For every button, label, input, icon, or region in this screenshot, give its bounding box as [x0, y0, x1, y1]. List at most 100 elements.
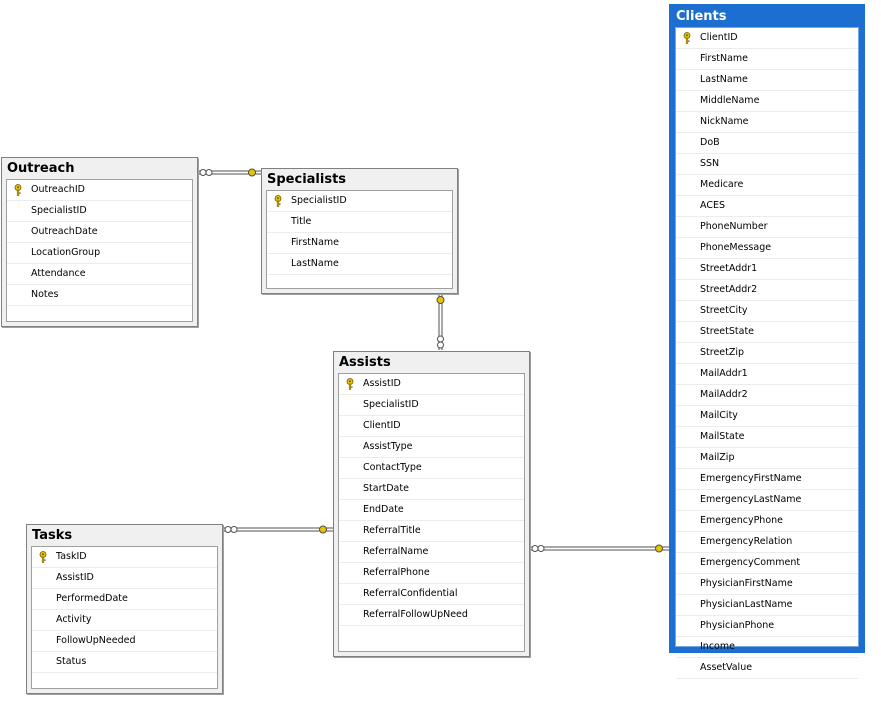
column-row[interactable]: PhysicianLastName: [676, 595, 858, 616]
column-row[interactable]: ClientID: [339, 416, 524, 437]
column-name: StreetState: [700, 326, 755, 337]
primary-key-column[interactable]: AssistID: [339, 374, 524, 395]
column-row[interactable]: PerformedDate: [32, 589, 217, 610]
column-row[interactable]: ReferralConfidential: [339, 584, 524, 605]
column-name: Income: [700, 641, 735, 652]
column-row[interactable]: ReferralPhone: [339, 563, 524, 584]
column-row[interactable]: Attendance: [7, 264, 192, 285]
column-name: MailCity: [700, 410, 738, 421]
column-row[interactable]: ReferralFollowUpNeed: [339, 605, 524, 626]
column-row[interactable]: DoB: [676, 133, 858, 154]
column-name: ReferralPhone: [363, 567, 430, 578]
column-row[interactable]: AssetValue: [676, 658, 858, 679]
column-row[interactable]: StreetAddr2: [676, 280, 858, 301]
column-row[interactable]: MailState: [676, 427, 858, 448]
column-name: Title: [291, 216, 312, 227]
column-row[interactable]: Activity: [32, 610, 217, 631]
column-name: ReferralConfidential: [363, 588, 458, 599]
table-title[interactable]: Tasks: [32, 528, 73, 543]
column-row[interactable]: Income: [676, 637, 858, 658]
column-row[interactable]: StartDate: [339, 479, 524, 500]
primary-key-column[interactable]: TaskID: [32, 547, 217, 568]
relationship-specialists-assists[interactable]: [436, 293, 445, 350]
column-row[interactable]: OutreachDate: [7, 222, 192, 243]
column-name: NickName: [700, 116, 749, 127]
column-row[interactable]: PhoneMessage: [676, 238, 858, 259]
column-row[interactable]: AssistType: [339, 437, 524, 458]
column-row[interactable]: NickName: [676, 112, 858, 133]
column-row[interactable]: LastName: [267, 254, 452, 275]
column-name: EmergencyFirstName: [700, 473, 802, 484]
primary-key-icon: [346, 378, 354, 390]
primary-key-icon: [274, 195, 282, 207]
column-row[interactable]: PhoneNumber: [676, 217, 858, 238]
table-title[interactable]: Assists: [339, 355, 391, 370]
column-row[interactable]: EmergencyComment: [676, 553, 858, 574]
table-title[interactable]: Clients: [676, 9, 727, 24]
primary-key-column[interactable]: ClientID: [676, 28, 858, 49]
column-row[interactable]: ACES: [676, 196, 858, 217]
column-row[interactable]: SSN: [676, 154, 858, 175]
column-row[interactable]: ContactType: [339, 458, 524, 479]
table-title[interactable]: Outreach: [7, 161, 75, 176]
column-name: SpecialistID: [363, 399, 419, 410]
table-title[interactable]: Specialists: [267, 172, 347, 187]
column-row[interactable]: AssistID: [32, 568, 217, 589]
column-name: Activity: [56, 614, 92, 625]
column-row[interactable]: EmergencyLastName: [676, 490, 858, 511]
column-row[interactable]: LocationGroup: [7, 243, 192, 264]
column-row[interactable]: FollowUpNeeded: [32, 631, 217, 652]
primary-key-column[interactable]: SpecialistID: [267, 191, 452, 212]
column-name: EmergencyComment: [700, 557, 801, 568]
column-row[interactable]: EndDate: [339, 500, 524, 521]
column-row[interactable]: ReferralName: [339, 542, 524, 563]
column-row[interactable]: MailCity: [676, 406, 858, 427]
column-name: StreetAddr2: [700, 284, 758, 295]
column-row[interactable]: EmergencyRelation: [676, 532, 858, 553]
column-row[interactable]: LastName: [676, 70, 858, 91]
column-name: DoB: [700, 137, 720, 148]
column-row[interactable]: MailAddr1: [676, 364, 858, 385]
column-row[interactable]: FirstName: [267, 233, 452, 254]
column-row[interactable]: Status: [32, 652, 217, 673]
column-row[interactable]: SpecialistID: [7, 201, 192, 222]
column-row[interactable]: Medicare: [676, 175, 858, 196]
column-row[interactable]: Notes: [7, 285, 192, 306]
column-name: Status: [56, 656, 87, 667]
relationship-tasks-assists[interactable]: [223, 525, 333, 534]
column-row[interactable]: PhysicianPhone: [676, 616, 858, 637]
primary-key-column[interactable]: OutreachID: [7, 180, 192, 201]
relationship-outreach-specialists[interactable]: [198, 168, 262, 177]
column-row[interactable]: Title: [267, 212, 452, 233]
column-name: AssistID: [56, 572, 94, 583]
column-row[interactable]: EmergencyPhone: [676, 511, 858, 532]
column-name: ReferralFollowUpNeed: [363, 609, 468, 620]
column-name: MailAddr2: [700, 389, 748, 400]
column-row[interactable]: StreetZip: [676, 343, 858, 364]
column-row[interactable]: FirstName: [676, 49, 858, 70]
column-row[interactable]: StreetCity: [676, 301, 858, 322]
relationship-assists-clients[interactable]: [529, 544, 669, 553]
column-row[interactable]: EmergencyFirstName: [676, 469, 858, 490]
column-row[interactable]: MiddleName: [676, 91, 858, 112]
column-row[interactable]: MailZip: [676, 448, 858, 469]
column-name: LocationGroup: [31, 247, 101, 258]
column-name: TaskID: [56, 551, 87, 562]
column-row[interactable]: PhysicianFirstName: [676, 574, 858, 595]
column-name: PhoneNumber: [700, 221, 768, 232]
column-row[interactable]: MailAddr2: [676, 385, 858, 406]
column-row[interactable]: StreetAddr1: [676, 259, 858, 280]
column-row[interactable]: StreetState: [676, 322, 858, 343]
column-name: FirstName: [700, 53, 749, 64]
column-name: PhysicianPhone: [700, 620, 775, 631]
column-row[interactable]: ReferralTitle: [339, 521, 524, 542]
column-row[interactable]: SpecialistID: [339, 395, 524, 416]
